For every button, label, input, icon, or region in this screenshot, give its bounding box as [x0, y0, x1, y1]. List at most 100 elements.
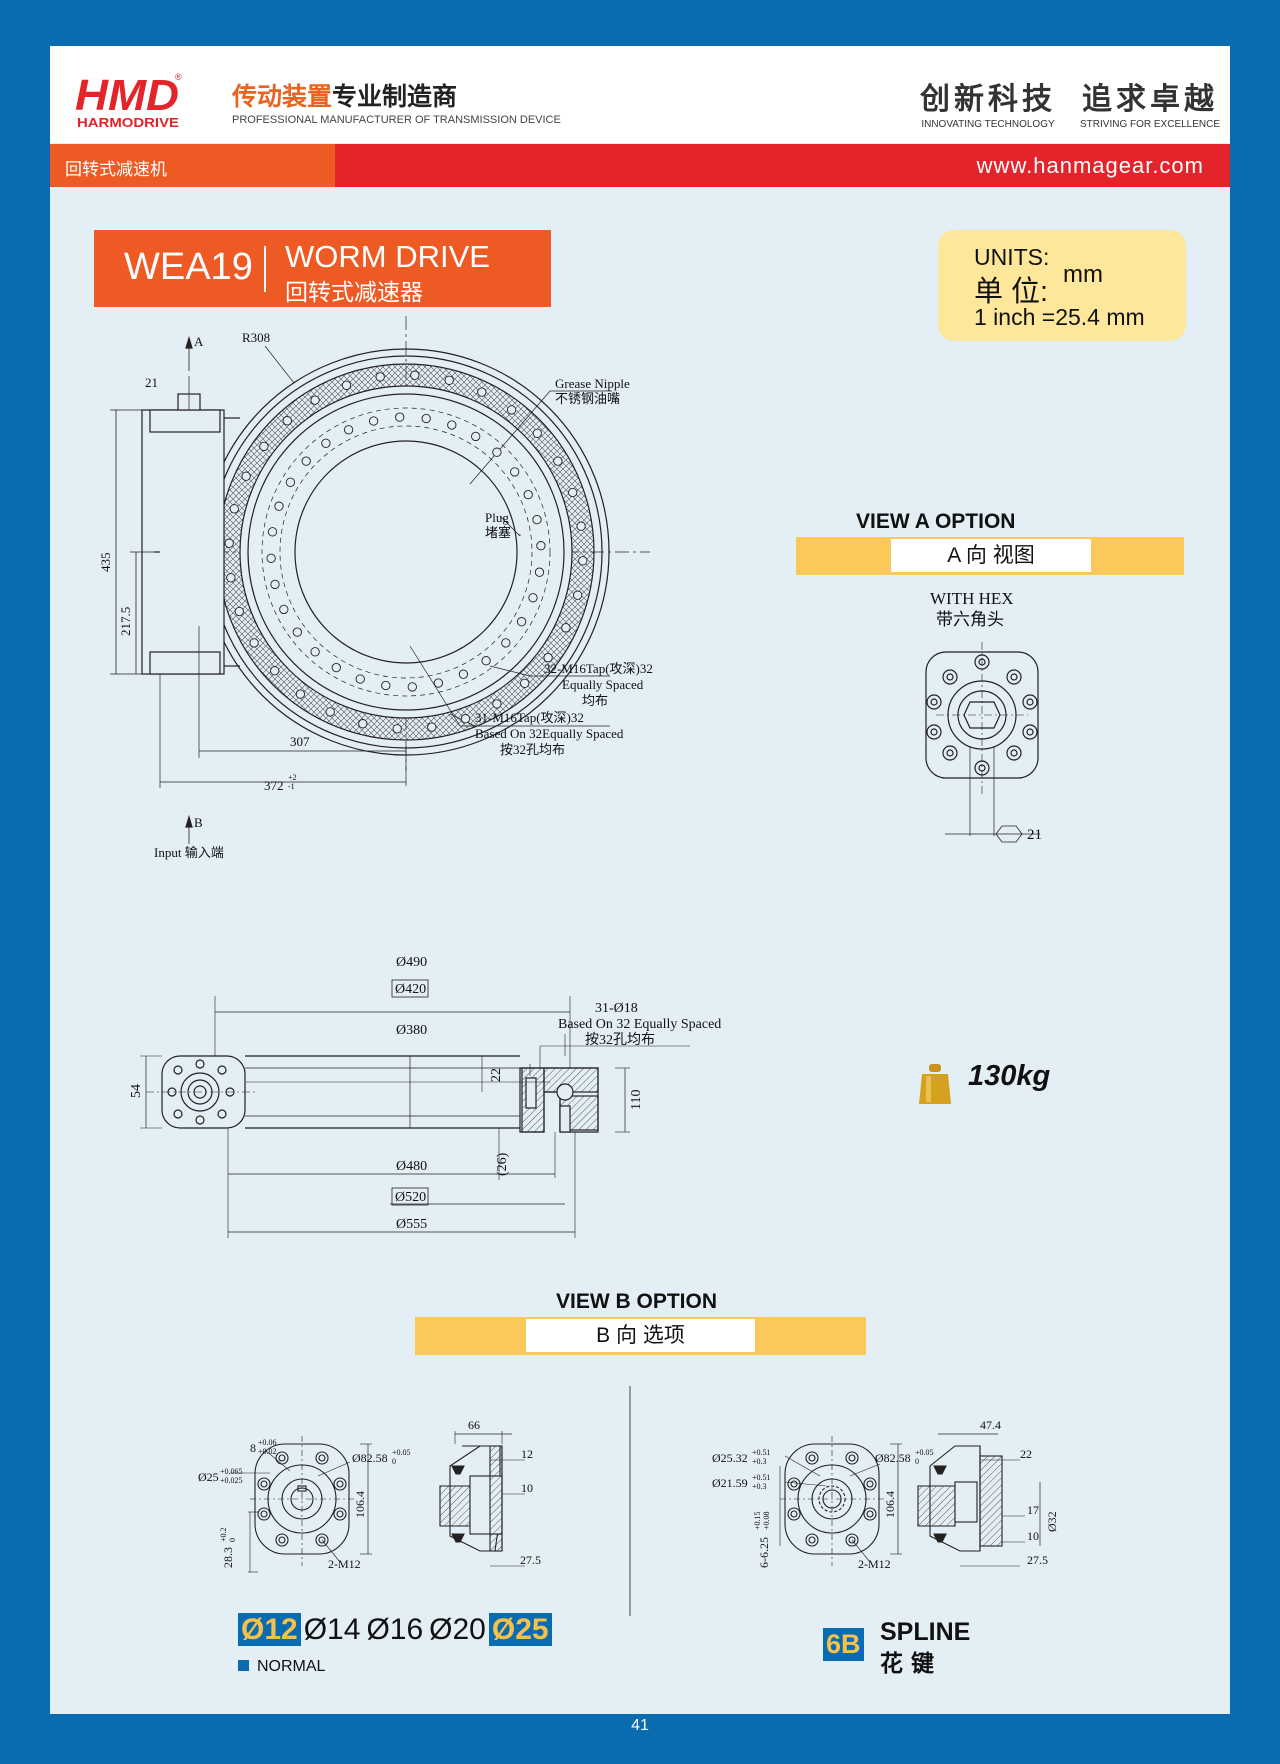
- label-spline-width-tol-up: +0.15: [753, 1511, 762, 1530]
- website-url[interactable]: www.hanmagear.com: [976, 153, 1204, 178]
- weight-icon: [919, 1064, 951, 1104]
- label-w10-right: 10: [1027, 1529, 1039, 1543]
- bolt-hole: [534, 567, 545, 577]
- legend-swatch: [238, 1660, 249, 1671]
- bolt-hole: [528, 593, 538, 603]
- product-title-box: WEA19 WORM DRIVE 回转式减速器: [94, 230, 551, 307]
- bolt-hole: [506, 405, 517, 415]
- slogan-innovating-cn: 创新科技: [920, 82, 1056, 117]
- label-plug-en: Plug: [485, 510, 509, 525]
- bolt-hole: [392, 724, 402, 734]
- label-h283: 28.3: [221, 1547, 235, 1568]
- brand-tagline-cn-2: 专业制造商: [332, 83, 458, 111]
- label-w17: 17: [1027, 1503, 1039, 1517]
- brand-tagline-en: PROFESSIONAL MANUFACTURER OF TRANSMISSIO…: [232, 114, 561, 126]
- bolt-hole: [561, 623, 571, 633]
- label-key-tol-dn: +0.02: [258, 1447, 277, 1456]
- bolt-hole: [295, 689, 306, 699]
- bolt-hole: [381, 680, 391, 691]
- bolt-hole: [447, 420, 457, 430]
- label-bolts-right: 2-M12: [858, 1557, 891, 1571]
- view-b-left-drawing: [230, 1431, 525, 1573]
- bolt-hole: [516, 617, 527, 627]
- label-h54: 54: [129, 1084, 144, 1098]
- label-pcd-tol-dn: 0: [392, 1457, 396, 1466]
- label-input: Input 输入端: [154, 845, 224, 860]
- label-height-total: 435: [98, 553, 113, 573]
- bolt-hole: [532, 428, 542, 438]
- label-spline-id-tol-up: +0.51: [752, 1473, 771, 1482]
- bolt-hole: [267, 527, 278, 537]
- brand-tagline-cn-1: 传动装置: [232, 83, 333, 111]
- bolt-hole: [481, 656, 491, 666]
- bolt-hole: [532, 514, 542, 525]
- bolt-hole: [543, 652, 553, 663]
- label-tap-31-a: 31-M16Tap(攻深)32: [475, 710, 584, 725]
- label-pcd-right: Ø82.58: [875, 1451, 911, 1465]
- harmodrive-logo: HMD HARMODRIVE ®: [75, 72, 182, 130]
- bolt-hole: [421, 413, 431, 424]
- category-label: 回转式减速机: [65, 160, 167, 179]
- label-holes-a: 31-Ø18: [595, 1001, 638, 1016]
- bolt-hole: [358, 719, 368, 729]
- bolt-hole: [279, 604, 289, 615]
- title-separator: [264, 246, 266, 292]
- label-d520-frame: [391, 1187, 429, 1206]
- label-d520: Ø520: [395, 1190, 426, 1205]
- label-bore-tol-dn: +0.025: [220, 1476, 243, 1485]
- spline-label-cn: 花键: [880, 1650, 942, 1676]
- label-spline-id: Ø21.59: [712, 1476, 748, 1490]
- label-plug-cn: 堵塞: [485, 525, 511, 540]
- label-h283-tol-dn: 0: [228, 1538, 237, 1542]
- slogan-innovating: 创新科技 INNOVATING TECHNOLOGY: [920, 74, 1056, 130]
- registered-mark: ®: [175, 72, 182, 82]
- bolt-hole: [249, 638, 259, 648]
- label-width-307: 307: [290, 734, 310, 749]
- bolt-hole: [573, 590, 583, 600]
- label-w474: 47.4: [980, 1418, 1001, 1432]
- label-grease-nipple-en: Grease Nipple: [555, 376, 630, 391]
- technical-drawing: A R308 21 Grease Nipple 不锈钢油嘴 Plug 堵塞 43…: [98, 316, 1059, 1616]
- shaft-option-12: Ø12: [238, 1613, 301, 1646]
- bolt-hole: [410, 370, 420, 380]
- bolt-hole: [578, 556, 588, 566]
- bolt-hole: [407, 682, 417, 692]
- bolt-hole: [282, 416, 292, 426]
- view-b-title: VIEW B OPTION: [556, 1290, 718, 1313]
- label-h22: 22: [489, 1068, 504, 1082]
- weight-value: 130kg: [968, 1060, 1051, 1092]
- shaft-option-20: Ø20: [429, 1613, 486, 1646]
- bolt-hole: [325, 707, 335, 717]
- bolt-hole: [321, 438, 331, 448]
- label-tap-32-a: 32-M16Tap(攻深)32: [544, 661, 653, 676]
- label-h110: 110: [629, 1090, 644, 1110]
- bolt-hole: [492, 699, 502, 709]
- label-width-372: 372: [264, 778, 284, 793]
- bolt-hole: [310, 395, 320, 405]
- bolt-hole: [341, 380, 352, 390]
- label-width-372-tol-dn: -1: [288, 782, 295, 791]
- bolt-hole: [576, 521, 586, 531]
- label-pcd-right-tol-up: +0.05: [915, 1448, 934, 1457]
- slogan-excellence-en: STRIVING FOR EXCELLENCE: [1080, 119, 1221, 130]
- catalog-page: HMD HARMODRIVE ® 传动装置专业制造商 PROFESSIONAL …: [50, 46, 1230, 1714]
- logo-sub: HARMODRIVE: [77, 115, 179, 130]
- page-number: 41: [631, 1717, 649, 1734]
- label-w275: 27.5: [520, 1553, 541, 1567]
- label-a: A: [194, 334, 204, 349]
- view-a-drawing: [925, 642, 1040, 843]
- spline-code-badge: 6B: [823, 1628, 864, 1661]
- view-b-right-drawing: [779, 1433, 1041, 1567]
- label-w275-right: 27.5: [1027, 1553, 1048, 1567]
- bolt-hole: [292, 627, 302, 637]
- bolt-hole: [536, 541, 546, 551]
- view-a-title: VIEW A OPTION: [856, 510, 1016, 533]
- units-label-cn: 单 位:: [974, 276, 1049, 308]
- category-tab: [50, 144, 335, 187]
- bolt-hole: [395, 412, 405, 422]
- bolt-hole: [520, 678, 530, 688]
- label-h283-tol-up: +0.2: [219, 1527, 228, 1542]
- label-spline-od-tol-up: +0.51: [752, 1448, 771, 1457]
- view-b-band: B 向 选项: [415, 1317, 866, 1355]
